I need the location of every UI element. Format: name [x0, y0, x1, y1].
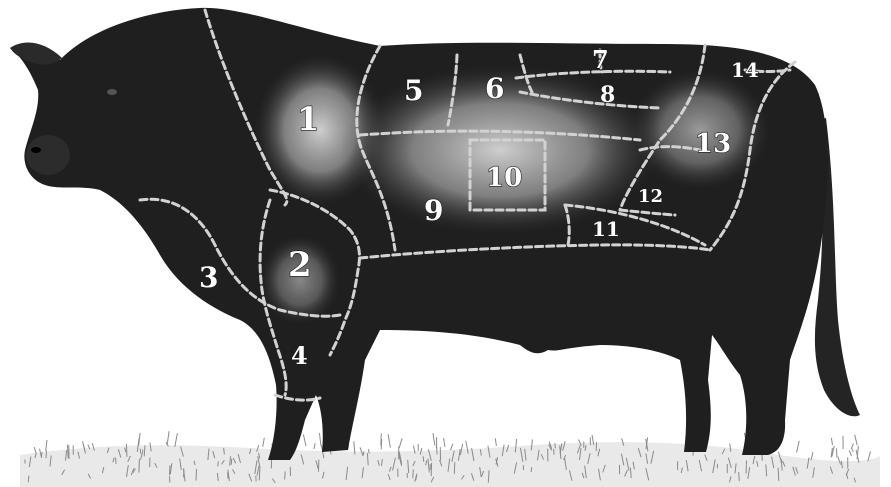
cut-label-7: 7 — [592, 45, 609, 74]
muzzle — [26, 135, 70, 175]
cut-label-2: 2 — [288, 245, 312, 285]
cut-label-9: 9 — [424, 194, 443, 227]
cut-label-14: 14 — [731, 58, 759, 82]
cut-label-11: 11 — [592, 217, 620, 241]
cut-label-10: 10 — [486, 163, 522, 193]
cut-label-1: 1 — [297, 100, 319, 138]
eye — [107, 89, 117, 95]
cut-label-13: 13 — [695, 129, 731, 159]
nostril — [31, 147, 41, 153]
cut-label-8: 8 — [600, 82, 615, 108]
cut-label-3: 3 — [199, 261, 218, 294]
cut-label-4: 4 — [291, 341, 308, 370]
cut-label-5: 5 — [404, 74, 423, 107]
cut-label-12: 12 — [638, 186, 663, 207]
cut-label-6: 6 — [485, 72, 504, 105]
